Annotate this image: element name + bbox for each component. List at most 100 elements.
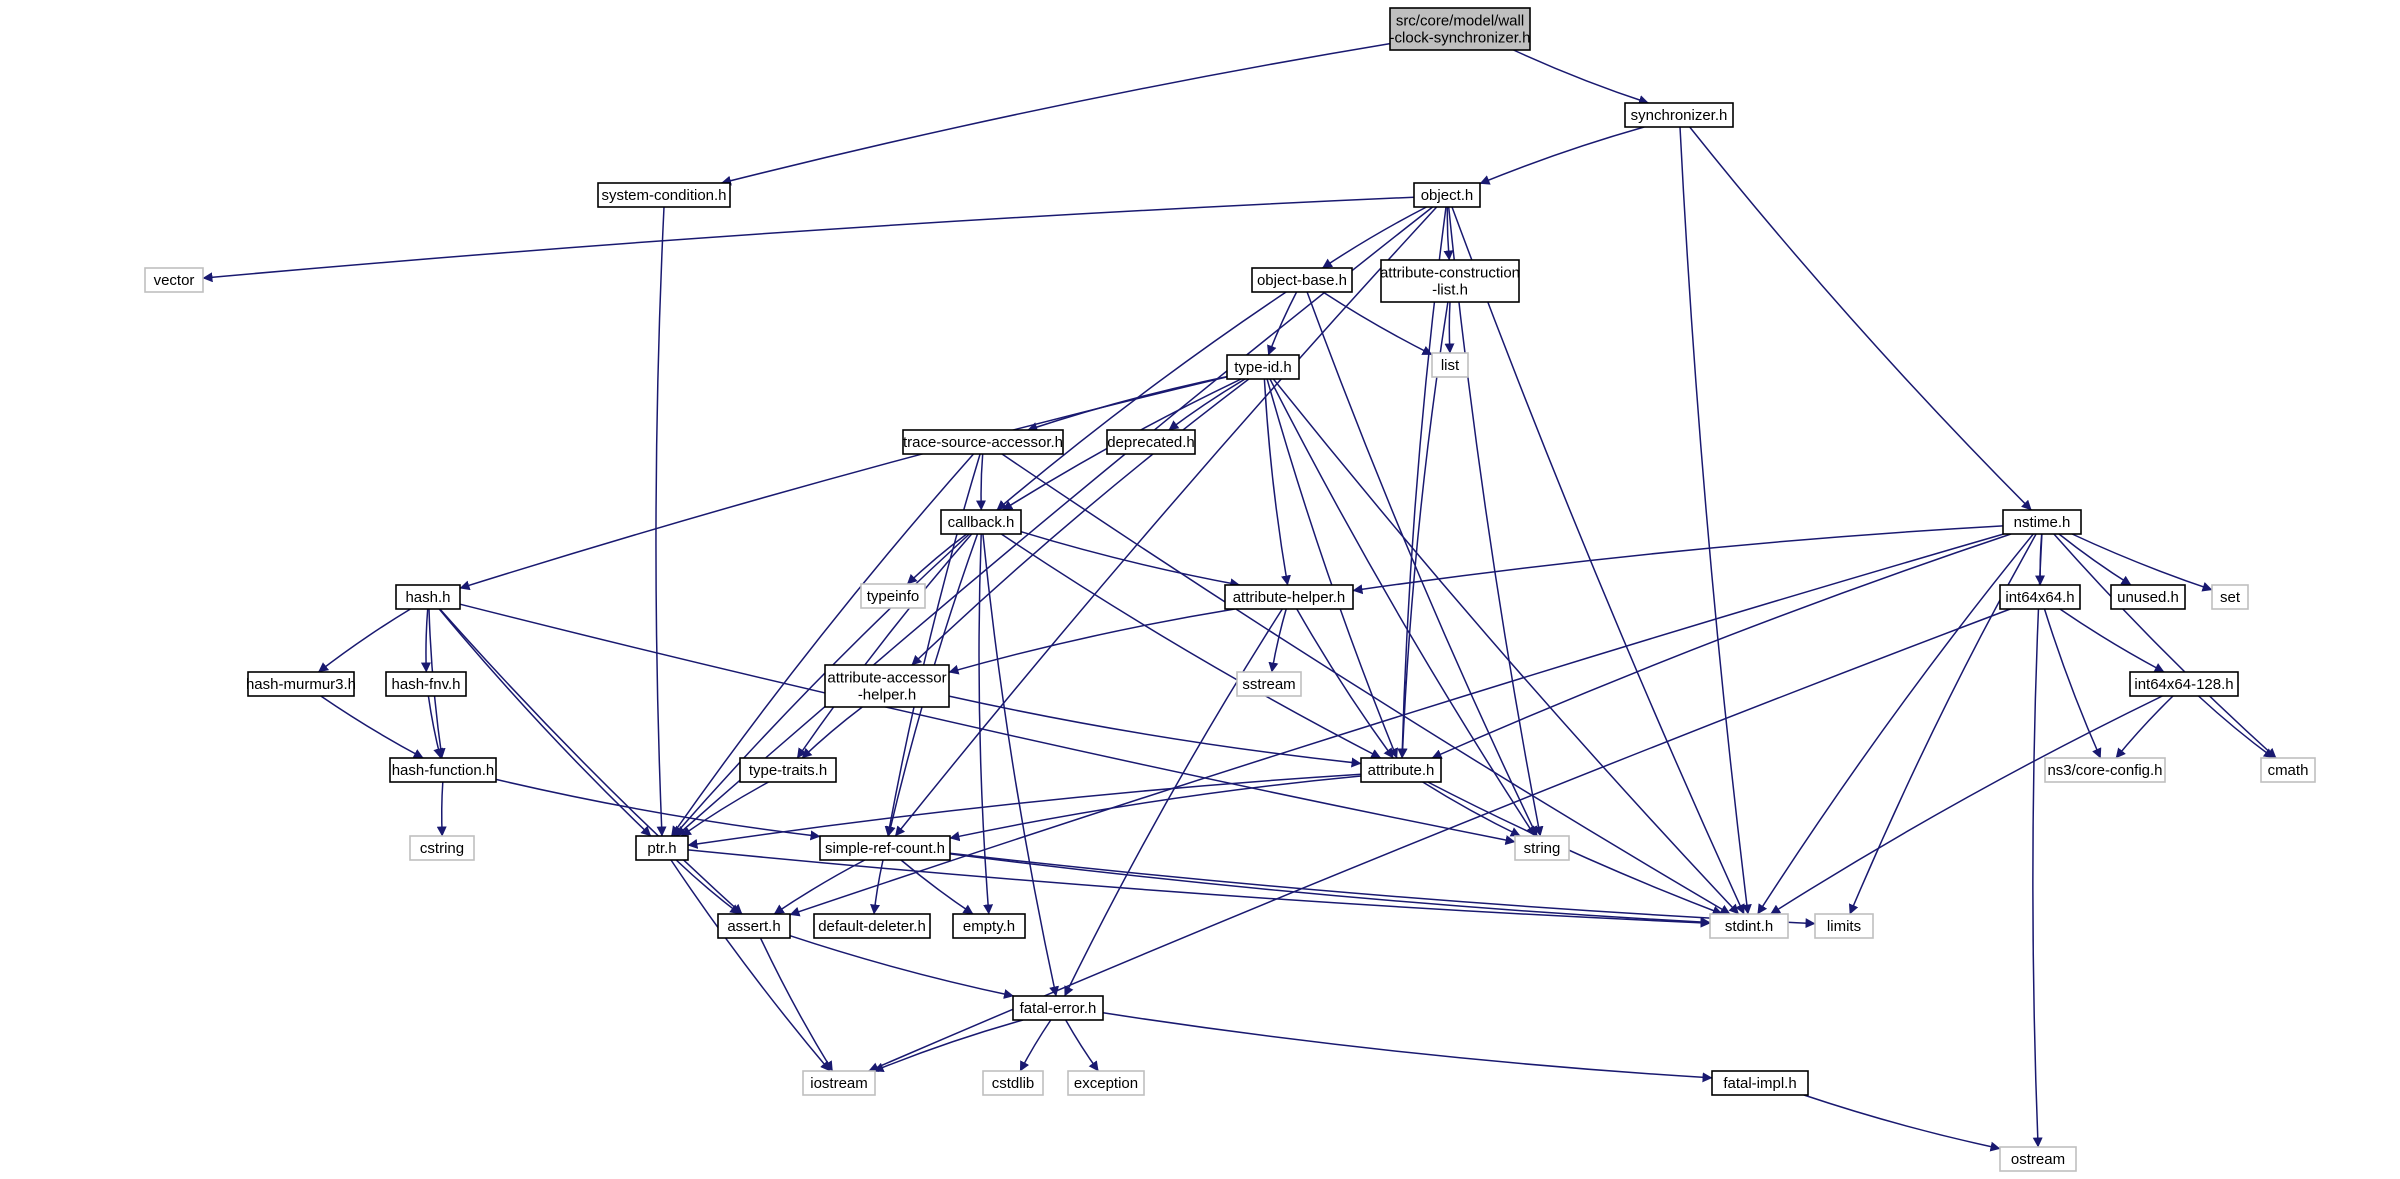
node-label: cstring [420,840,464,857]
edge-nstime-to-stdint [1757,533,2034,915]
node-hash-murmur3[interactable]: hash-murmur3.h [246,671,356,697]
edge-type_id-to-string [1269,378,1536,837]
node-hash[interactable]: hash.h [395,584,461,610]
node-ptr[interactable]: ptr.h [635,835,689,861]
node-default-deleter[interactable]: default-deleter.h [813,913,931,939]
node-box [860,583,926,609]
node-box [1389,7,1531,51]
edge-simple_ref-to-assert [773,859,866,915]
node-box [1999,584,2081,610]
node-box [385,671,467,697]
edge-system_condition-to-ptr [655,206,667,837]
node-label: list [1441,357,1460,374]
node-box [1067,1070,1145,1096]
node-attr-construction[interactable]: attribute-construction-list.h [1380,259,1520,303]
edge-nstime-to-set [2071,533,2213,592]
node-assert[interactable]: assert.h [717,913,791,939]
node-hash-function[interactable]: hash-function.h [389,757,497,783]
node-sstream: sstream [1236,671,1302,697]
edge-callback-to-typeinfo [906,533,968,585]
node-cstring: cstring [409,835,475,861]
node-core-config: ns3/core-config.h [2044,757,2166,783]
edge-attribute_helper-to-attribute [1296,608,1394,759]
node-stdint: stdint.h [1709,913,1789,939]
node-type-traits[interactable]: type-traits.h [739,757,837,783]
edge-attribute-to-ptr [687,773,1362,849]
node-list: list [1431,352,1469,378]
node-box [144,267,204,293]
edge-object-to-attr_construction [1443,206,1454,261]
node-fatal-error[interactable]: fatal-error.h [1012,995,1104,1021]
node-box [2044,757,2166,783]
edge-object_base-to-callback [996,291,1287,511]
node-int64x64-128[interactable]: int64x64-128.h [2129,671,2239,697]
node-box [824,664,950,708]
node-box [1514,835,1570,861]
node-box [1814,913,1874,939]
node-attr-accessor[interactable]: attribute-accessor-helper.h [824,664,950,708]
node-callback[interactable]: callback.h [940,509,1022,535]
node-label: hash-murmur3.h [246,676,356,693]
node-system-condition[interactable]: system-condition.h [597,182,731,208]
node-unused[interactable]: unused.h [2110,584,2186,610]
edge-root-to-system_condition [721,42,1391,186]
node-label: src/core/model/wall [1396,12,1524,29]
edge-attribute-to-simple_ref [949,775,1362,842]
node-limits: limits [1814,913,1874,939]
node-box [1106,429,1196,455]
edge-ptr-to-assert [675,859,741,915]
node-deprecated[interactable]: deprecated.h [1106,429,1196,455]
node-label: sstream [1242,676,1295,693]
node-label: attribute.h [1368,762,1435,779]
node-label: callback.h [948,514,1015,531]
node-box [1012,995,1104,1021]
node-label: hash.h [405,589,450,606]
node-attribute-helper[interactable]: attribute-helper.h [1224,584,1354,610]
edge-fatal_error-to-fatal_impl [1102,1012,1713,1083]
node-empty[interactable]: empty.h [952,913,1026,939]
node-hash-fnv[interactable]: hash-fnv.h [385,671,467,697]
node-label: type-id.h [1234,359,1292,376]
node-label: cstdlib [992,1075,1035,1092]
edge-attr_accessor-to-attribute [948,695,1362,768]
nodes-layer: src/core/model/wall-clock-synchronizer.h… [144,7,2316,1172]
node-box [1236,671,1302,697]
node-label: hash-fnv.h [392,676,461,693]
edge-type_traits-to-ptr [680,781,769,837]
node-object[interactable]: object.h [1413,182,1481,208]
edge-nstime-to-assert [789,533,2004,917]
node-synchronizer[interactable]: synchronizer.h [1624,102,1734,128]
edge-synchronizer-to-nstime [1689,126,2032,511]
edge-hash_murmur3-to-hash_function [320,695,424,759]
node-object-base[interactable]: object-base.h [1251,267,1353,293]
node-box [395,584,461,610]
node-label: -clock-synchronizer.h [1390,29,1531,46]
edge-callback-to-type_traits [796,533,973,759]
edge-callback-to-fatal_error [982,533,1059,997]
node-label: type-traits.h [749,762,827,779]
node-simple-ref[interactable]: simple-ref-count.h [819,835,951,861]
edge-fatal_error-to-exception [1065,1019,1099,1072]
edge-ptr-to-iostream [670,859,831,1072]
edge-attribute_helper-to-fatal_error [1064,608,1283,997]
node-box [247,671,355,697]
node-exception: exception [1067,1070,1145,1096]
node-trace-source[interactable]: trace-source-accessor.h [902,429,1064,455]
node-int64x64[interactable]: int64x64.h [1999,584,2081,610]
edge-object_base-to-string [1306,291,1538,837]
node-root[interactable]: src/core/model/wall-clock-synchronizer.h [1389,7,1531,51]
node-box [389,757,497,783]
edge-attribute_helper-to-attr_accessor [948,608,1235,675]
edge-int64x64-to-int64x64_128 [2059,608,2165,673]
node-fatal-impl[interactable]: fatal-impl.h [1711,1070,1809,1096]
node-attribute[interactable]: attribute.h [1360,757,1442,783]
node-label: fatal-impl.h [1723,1075,1796,1092]
node-nstime[interactable]: nstime.h [2002,509,2082,535]
node-box [1360,757,1442,783]
node-type-id[interactable]: type-id.h [1226,354,1300,380]
edge-assert-to-fatal_error [789,934,1014,999]
node-box [952,913,1026,939]
node-label: stdint.h [1725,918,1773,935]
node-label: int64x64-128.h [2134,676,2233,693]
node-label: ostream [2011,1151,2065,1168]
